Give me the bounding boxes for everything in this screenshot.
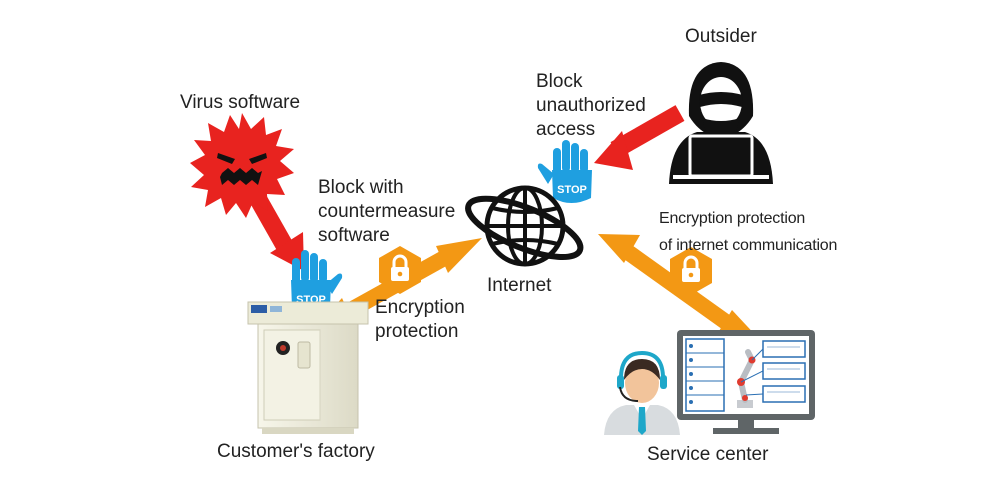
internet-label: Internet — [487, 275, 552, 296]
block-countermeasure-line-2: countermeasure — [318, 201, 456, 222]
virus-icon — [190, 113, 294, 218]
outsider-attack-arrow — [594, 105, 685, 170]
encryption-internet-label: Encryption protection of internet commun… — [659, 205, 837, 259]
encryption-protection-line-2: protection — [375, 321, 459, 342]
block-countermeasure-line-3: software — [318, 225, 390, 246]
virus-software-label: Virus software — [180, 92, 301, 113]
block-countermeasure-line-1: Block with — [318, 177, 404, 198]
stop-label: STOP — [557, 184, 587, 196]
block-unauthorized-line-1: Block — [536, 71, 583, 92]
customers-factory-label: Customer's factory — [217, 441, 375, 462]
encryption-internet-line-1: Encryption protection — [659, 210, 806, 227]
monitor-icon — [677, 330, 815, 434]
encryption-protection-label: Encryption protection — [375, 296, 465, 344]
control-cabinet-image — [247, 301, 369, 434]
robot-arm-icon — [737, 348, 764, 408]
block-unauthorized-line-3: access — [536, 119, 596, 140]
outsider-label: Outsider — [685, 26, 757, 47]
hacker-icon — [669, 62, 773, 184]
operator-icon — [604, 350, 680, 435]
lock-icon — [670, 247, 712, 295]
globe-icon — [465, 185, 584, 267]
block-countermeasure-label: Block with countermeasure software — [318, 176, 455, 248]
stop-hand-icon: STOP — [537, 140, 592, 203]
encryption-internet-line-2: of internet communication — [659, 237, 838, 254]
lock-icon — [379, 246, 421, 294]
service-center-label: Service center — [647, 444, 769, 465]
block-unauthorized-line-2: unauthorized — [536, 95, 646, 116]
encryption-protection-line-1: Encryption — [375, 297, 465, 318]
block-unauthorized-label: Block unauthorized access — [536, 70, 646, 142]
